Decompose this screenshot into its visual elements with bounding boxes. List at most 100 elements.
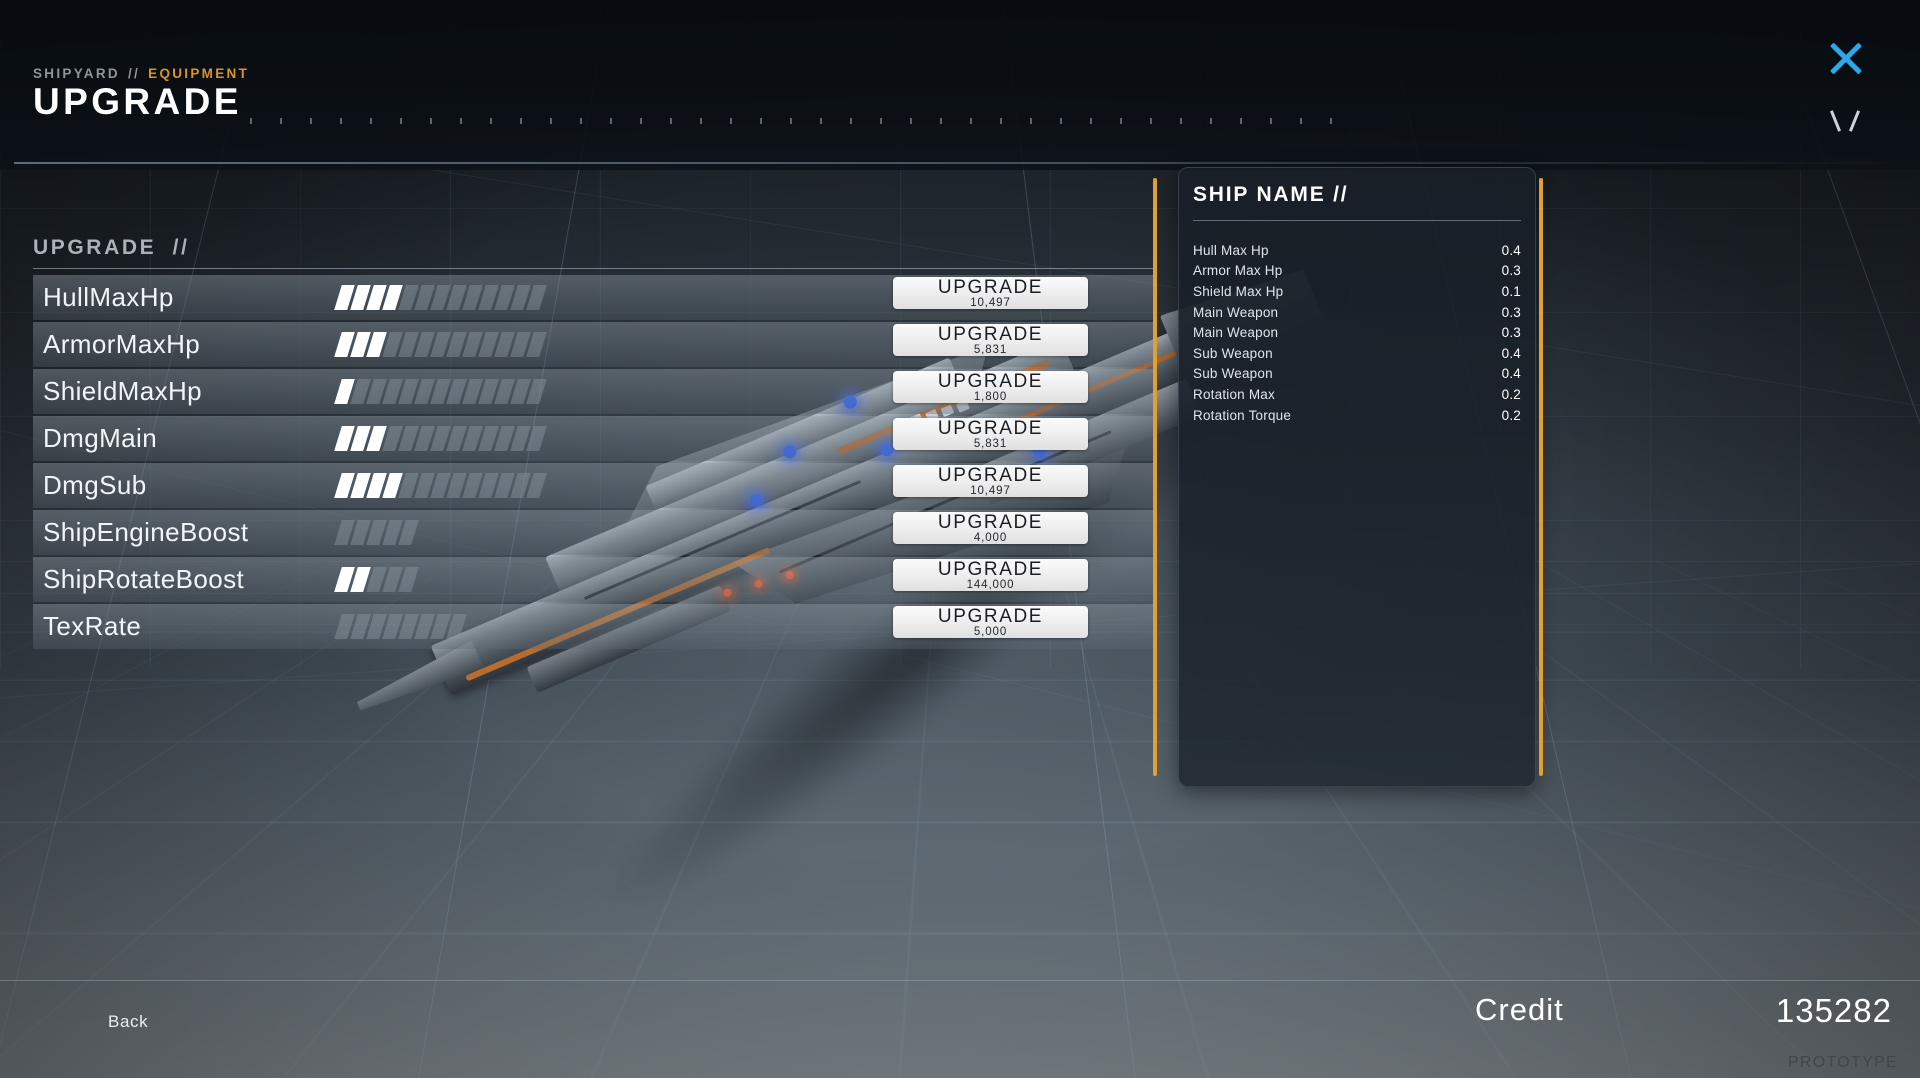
ship-stat-label: Main Weapon [1193, 325, 1279, 341]
credit-label: Credit [1475, 992, 1564, 1027]
upgrade-button-label: UPGRADE [937, 417, 1044, 439]
upgrade-row-name: DmgMain [43, 423, 158, 453]
ship-stat-row: Rotation Max 0.2 [1193, 384, 1521, 405]
ship-stat-label: Rotation Torque [1193, 407, 1292, 423]
screen-header: SHIPYARD // EQUIPMENT UPGRADE [0, 0, 1920, 170]
ship-stat-label: Main Weapon [1193, 304, 1279, 320]
ship-stat-row: Main Weapon 0.3 [1193, 322, 1521, 343]
ship-stat-row: Sub Weapon 0.4 [1193, 364, 1521, 385]
ship-stat-row: Hull Max Hp 0.4 [1193, 240, 1521, 261]
chevron-down-icon[interactable] [1830, 110, 1860, 128]
accent-bar-left [1153, 178, 1157, 776]
upgrade-level-pips [334, 285, 547, 310]
upgrade-button-cost: 144,000 [966, 578, 1015, 591]
ship-stat-value: 0.3 [1501, 263, 1521, 279]
upgrade-button-cost: 4,000 [973, 531, 1008, 544]
ship-stat-value: 0.3 [1501, 325, 1521, 341]
ship-stat-row: Sub Weapon 0.4 [1193, 343, 1521, 364]
prototype-watermark: PROTOTYPE [1787, 1054, 1898, 1071]
upgrade-level-pips [334, 520, 419, 545]
ship-stat-row: Armor Max Hp 0.3 [1193, 261, 1521, 282]
upgrade-row-name: ShipRotateBoost [43, 564, 245, 594]
breadcrumb-separator: // [127, 66, 141, 81]
upgrade-section-rule [33, 268, 1153, 269]
breadcrumb-secondary[interactable]: EQUIPMENT [148, 66, 250, 81]
page-title: UPGRADE [33, 81, 242, 122]
screen-footer: Back Credit 135282 PROTOTYPE [0, 968, 1920, 1078]
close-x-icon[interactable] [1824, 36, 1868, 80]
upgrade-button-label: UPGRADE [937, 276, 1044, 298]
ship-stat-label: Hull Max Hp [1193, 242, 1269, 258]
ship-stat-value: 0.1 [1501, 283, 1521, 299]
ship-stat-label: Rotation Max [1193, 386, 1275, 402]
ship-stat-label: Sub Weapon [1193, 345, 1273, 361]
upgrade-button-label: UPGRADE [937, 370, 1044, 392]
upgrade-row-name: ShipEngineBoost [43, 517, 249, 547]
upgrade-level-pips [334, 332, 547, 357]
back-button[interactable]: Back [108, 1012, 149, 1031]
ship-stat-value: 0.2 [1501, 386, 1521, 402]
ship-panel-rule [1193, 220, 1521, 221]
ship-stat-value: 0.4 [1501, 242, 1521, 258]
upgrade-row-name: TexRate [43, 611, 142, 641]
upgrade-section-header: UPGRADE // [33, 236, 1153, 268]
upgrade-button-cost: 1,800 [973, 390, 1008, 403]
ship-name-text: SHIP NAME [1193, 183, 1326, 206]
ship-stat-value: 0.4 [1501, 366, 1521, 382]
upgrade-section-label: UPGRADE [33, 236, 157, 259]
upgrade-button-cost: 5,000 [973, 625, 1008, 638]
credit-value: 135282 [1775, 992, 1892, 1029]
ship-stat-label: Armor Max Hp [1193, 263, 1283, 279]
accent-bar-right [1539, 178, 1543, 776]
ship-stat-label: Sub Weapon [1193, 366, 1273, 382]
breadcrumb: SHIPYARD // EQUIPMENT [33, 66, 249, 81]
ship-stat-value: 0.4 [1501, 345, 1521, 361]
upgrade-button-cost: 10,497 [970, 484, 1011, 497]
upgrade-section-slashes: // [172, 236, 190, 259]
upgrade-button-label: UPGRADE [937, 605, 1044, 627]
ship-stat-row: Rotation Torque 0.2 [1193, 405, 1521, 426]
upgrade-level-pips [334, 567, 419, 592]
footer-rule [0, 980, 1920, 981]
upgrade-button-cost: 10,497 [970, 296, 1011, 309]
ship-name-slashes: // [1333, 183, 1349, 206]
upgrade-button-label: UPGRADE [937, 464, 1044, 486]
upgrade-button-label: UPGRADE [937, 323, 1044, 345]
upgrade-button-cost: 5,831 [973, 343, 1008, 356]
upgrade-row-name: HullMaxHp [43, 282, 174, 312]
upgrade-level-pips [334, 473, 547, 498]
ship-stat-value: 0.3 [1501, 304, 1521, 320]
upgrade-row-name: ArmorMaxHp [43, 329, 201, 359]
upgrade-level-pips [334, 379, 547, 404]
upgrade-button-label: UPGRADE [937, 558, 1044, 580]
upgrade-level-pips [334, 614, 467, 639]
upgrade-row-name: DmgSub [43, 470, 147, 500]
header-dotted-divider [250, 118, 1360, 124]
upgrade-level-pips [334, 426, 547, 451]
upgrade-button-cost: 5,831 [973, 437, 1008, 450]
ship-stat-value: 0.2 [1501, 407, 1521, 423]
ship-stat-row: Main Weapon 0.3 [1193, 302, 1521, 323]
breadcrumb-primary[interactable]: SHIPYARD [33, 66, 120, 81]
